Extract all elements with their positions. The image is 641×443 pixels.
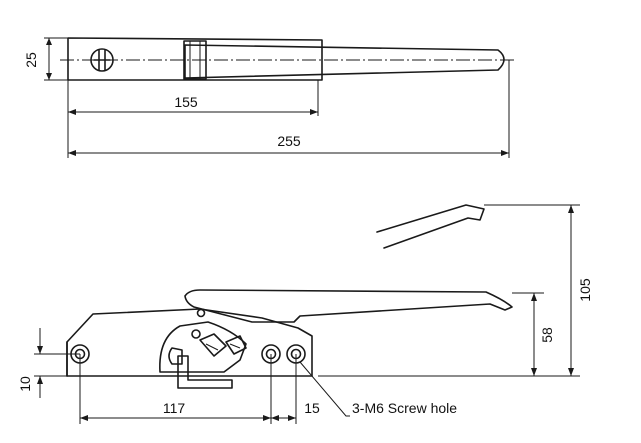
screw-hole-callout: 3-M6 Screw hole: [352, 400, 457, 416]
dim-height-25: 25: [23, 52, 39, 68]
dim-spacing-117: 117: [163, 400, 186, 416]
dim-length-155: 155: [174, 94, 198, 110]
dim-length-255: 255: [277, 133, 301, 149]
dim-height-105: 105: [577, 278, 593, 302]
top-view: 25 155 255: [23, 37, 515, 158]
dim-height-58: 58: [539, 327, 555, 343]
side-view: 105 58 10 117 15 3-M6 Screw hole: [17, 204, 593, 424]
dim-offset-10: 10: [17, 376, 33, 392]
dim-spacing-15: 15: [304, 400, 320, 416]
latch-mechanism-icon: [159, 321, 247, 389]
